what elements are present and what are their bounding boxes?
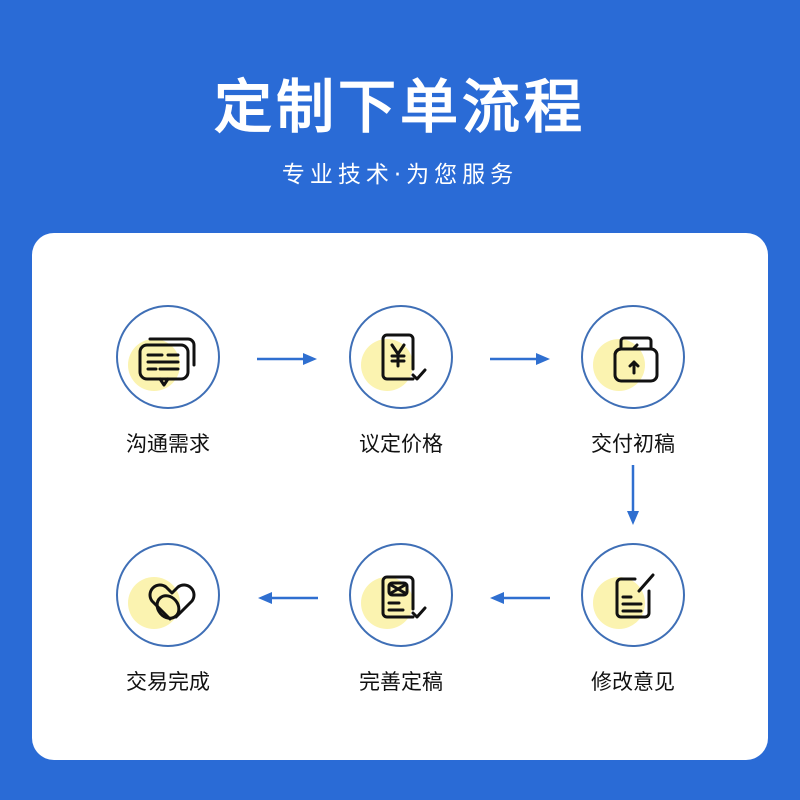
- price-yen-document-icon: [361, 333, 427, 391]
- step-label: 交易完成: [126, 670, 210, 694]
- arrow-left-icon: [490, 592, 550, 604]
- arrow-down-icon: [627, 465, 639, 525]
- edit-document-icon: [593, 573, 655, 629]
- step-circle: [116, 543, 220, 647]
- chat-bubbles-icon: [128, 337, 196, 391]
- step-label: 修改意见: [591, 670, 675, 694]
- arrow-right-icon: [257, 353, 317, 365]
- arrow-left-icon: [258, 592, 318, 604]
- step-label: 沟通需求: [126, 432, 210, 456]
- handshake-heart-icon: [128, 577, 196, 629]
- folder-upload-icon: [593, 336, 659, 391]
- step-label: 议定价格: [359, 432, 443, 456]
- step-circle: [581, 543, 685, 647]
- step-circle: [116, 305, 220, 409]
- step-label: 交付初稿: [591, 432, 675, 456]
- step-circle: [349, 305, 453, 409]
- page-subtitle: 专业技术·为您服务: [281, 162, 519, 188]
- arrow-right-icon: [490, 353, 550, 365]
- step-label: 完善定稿: [359, 670, 443, 694]
- step-circle: [349, 543, 453, 647]
- page-title: 定制下单流程: [213, 73, 586, 141]
- finalize-document-icon: [361, 575, 427, 629]
- step-circle: [581, 305, 685, 409]
